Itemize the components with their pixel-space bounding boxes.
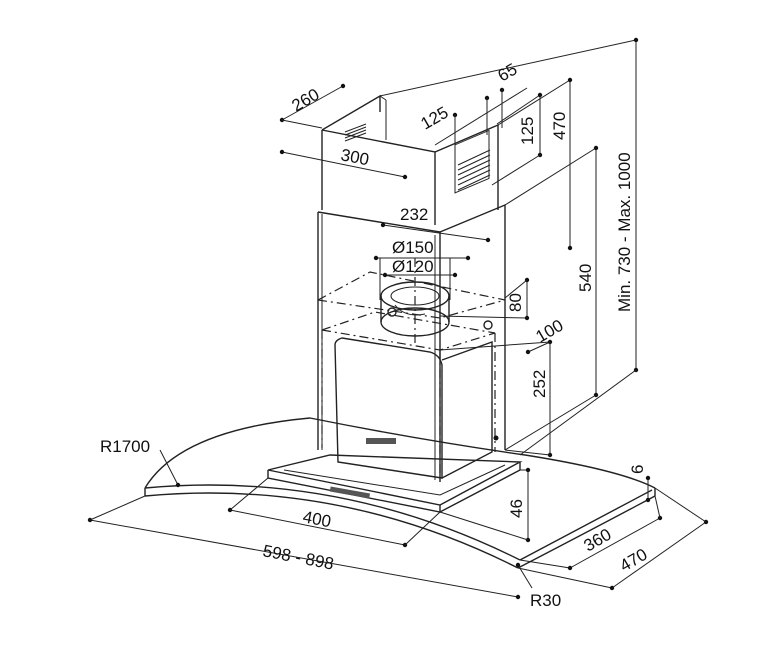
canopy	[267, 454, 523, 513]
dimension-lines	[87, 37, 709, 600]
label-body-height: 252	[530, 370, 549, 398]
label-motor-offset: 100	[533, 316, 567, 347]
label-corner-radius: R30	[530, 591, 561, 610]
motor-body	[317, 271, 506, 482]
label-canopy-height: 46	[507, 499, 526, 518]
label-glass-radius: R1700	[100, 437, 150, 456]
label-rear-offset: 125	[418, 103, 452, 134]
label-overall-width: 598 - 898	[261, 541, 335, 573]
label-glass-depth: 360	[581, 525, 615, 556]
dimension-labels: 260 300 125 65 125 470 Min. 730 - Max. 1…	[100, 60, 651, 610]
label-overall-depth: 470	[617, 545, 651, 576]
upper-chimney	[321, 94, 499, 225]
label-total-height: Min. 730 - Max. 1000	[615, 152, 634, 312]
label-collar-height: 80	[506, 293, 525, 312]
label-chimney-depth: 260	[289, 85, 323, 116]
curved-glass	[144, 417, 656, 569]
label-glass-thickness: 6	[628, 465, 647, 474]
label-outer-diameter: Ø150	[392, 238, 434, 257]
label-upper-height: 470	[550, 112, 569, 140]
label-motor-height: 540	[576, 264, 595, 292]
label-vent-height: 125	[518, 117, 537, 145]
duct-collar	[380, 258, 493, 345]
label-inner-diameter: Ø120	[392, 257, 434, 276]
label-vent-width: 65	[495, 60, 521, 86]
label-filter-width: 400	[301, 507, 332, 531]
label-duct-offset: 232	[400, 205, 428, 224]
vent-slots-left	[344, 123, 367, 142]
label-chimney-width: 300	[339, 145, 370, 169]
vent-slots-right	[454, 129, 491, 194]
